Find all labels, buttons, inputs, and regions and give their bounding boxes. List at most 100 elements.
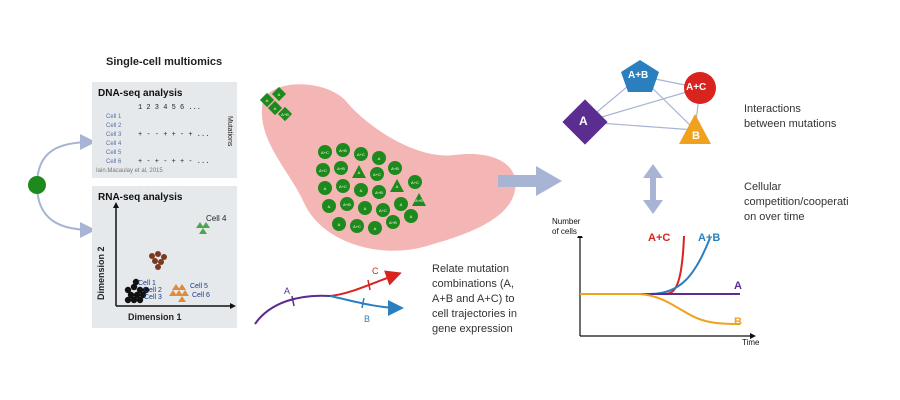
trajectory-c [329,270,402,297]
blob-marker: A+B [386,215,400,229]
series-ac [580,236,685,295]
blob-marker-label: A+B [415,198,423,203]
blob-marker: A [259,92,275,108]
cell2-label: Cell 2 [144,287,162,294]
blob-marker-label: A+C [321,150,329,155]
row-label: ... [106,168,112,174]
blob-marker: A+C [376,203,390,217]
flow-arrow [498,166,562,196]
cell-5-6-labels: Cell 5 Cell 6 [190,282,210,300]
node-a-label: A [579,114,588,128]
series-label-ac: A+C [648,232,671,244]
node-ab-shape [621,60,659,92]
cell1-label: Cell 1 [138,280,156,287]
mutation-columns: 1 2 3 4 5 6 ... [138,104,202,112]
cell-cluster-black [124,278,150,304]
node-ab-label: A+B [628,70,649,81]
blob-marker: A+C [408,175,422,189]
series-label-b: B [734,316,742,328]
relate-line: Relate mutation [432,263,510,275]
relate-text: Relate mutation combinations (A, A+B and… [432,262,517,337]
blob-marker: A+B [372,185,386,199]
grid-row: + - + - + + - ... [138,158,210,166]
blob-marker-label: A [328,204,331,209]
cell-1-3-labels: Cell 1 Cell 2 Cell 3 [138,280,162,301]
blob-marker: A [358,201,372,215]
blob-marker: A [390,179,404,192]
row-label: Cell 5 [106,150,122,156]
blob-marker-label: A+C [319,168,327,173]
blob-marker: A+B [277,106,293,122]
cell6-label: Cell 6 [192,292,210,299]
blob-marker-label: A [360,188,363,193]
row-label: Cell 3 [106,132,122,138]
rna-x-axis-label: Dimension 1 [128,312,182,322]
dna-seq-panel: DNA-seq analysis 1 2 3 4 5 6 ... Cell 1 … [92,82,237,301]
blob-marker: A [372,151,386,165]
blob-marker-label: A [374,226,377,231]
blob-marker-label: A [396,184,399,189]
blob-marker-label: A+B [337,166,345,171]
blob-marker-label: A [364,206,367,211]
blob-marker-label: A [378,156,381,161]
relate-line: A+B and A+C) to [432,293,515,305]
relate-line: cell trajectories in [432,308,517,320]
blob-marker-label: A [266,98,269,103]
blob-marker: A [404,209,418,223]
blob-marker-label: A+C [353,224,361,229]
blob-marker: A [332,217,346,231]
blob-marker: A [267,100,283,116]
traj-label-c: C [372,266,379,276]
trajectory-b [329,295,404,316]
cellular-line: competition/cooperati [744,196,849,208]
interactions-line: Interactions [744,103,801,115]
blob-marker-label: A+C [411,180,419,185]
arrow-to-rna [36,184,96,238]
blob-marker-label: A+C [357,152,365,157]
node-ac-shape [684,72,716,104]
blob-marker: A [322,199,336,213]
interactions-text: Interactions between mutations [744,102,836,132]
blob-marker: A+B [388,161,402,175]
blob-marker: A [354,183,368,197]
blob-marker: A [352,165,366,178]
row-label: Cell 1 [106,114,122,120]
arrow-to-dna [36,134,96,186]
blob-marker-label: A [400,202,403,207]
series-label-ab: A+B [698,232,721,244]
cell-cluster-green [196,222,210,234]
traj-label-a: A [284,286,291,296]
blob-marker: A+C [336,179,350,193]
blob-marker: A [318,181,332,195]
growth-ylabel: Number of cells [552,217,581,236]
series-label-a: A [734,280,742,292]
blob-marker-label: A [358,170,361,175]
rna-panel-title: RNA-seq analysis [98,192,183,203]
trajectory-diagram [254,270,404,325]
growth-chart [577,236,756,339]
blob-marker: A+C [316,163,330,177]
growth-xlabel: Time [742,338,760,347]
cell-row-labels: Cell 1 Cell 2 Cell 3 Cell 4 Cell 5 Cell … [106,113,121,176]
cellular-text: Cellular competition/cooperati on over t… [744,180,849,225]
source-cell-dot [28,176,46,194]
series-b [580,293,741,325]
cell5-label: Cell 5 [190,283,208,290]
blob-marker-label: A+C [379,208,387,213]
blob-marker: A+B [336,143,350,157]
citation-caption: Iain Macaulay et al, 2015 [96,168,163,174]
blob-marker: A [394,197,408,211]
double-arrow [643,164,663,214]
blob-marker-label: A [324,186,327,191]
cell-cluster-orange [169,284,189,302]
blob-marker-label: A [278,92,281,97]
blob-marker: A+C [350,219,364,233]
blob-marker-label: A+C [339,184,347,189]
blob-marker-label: A [274,106,277,111]
cell-cluster-brown [149,251,167,270]
blob-marker: A+B [340,197,354,211]
blob-marker-label: A+B [281,112,289,117]
blob-marker: A+B [412,193,426,206]
cell3-label: Cell 3 [144,294,162,301]
